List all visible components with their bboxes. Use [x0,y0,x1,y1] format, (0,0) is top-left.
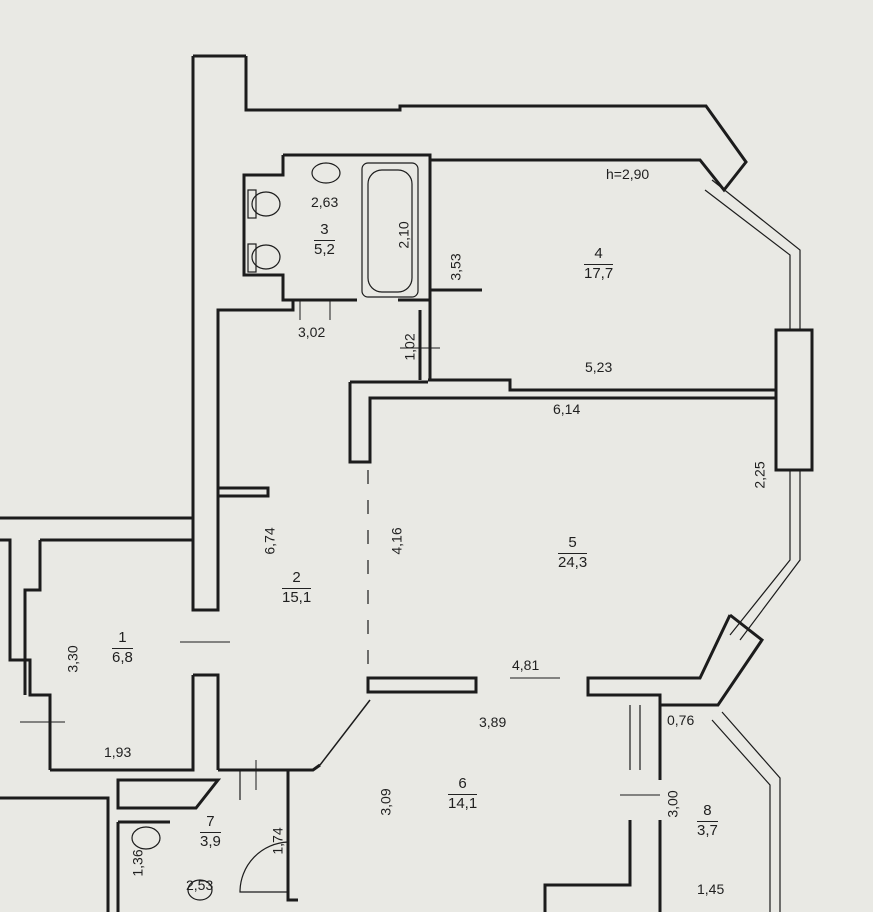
room-6: 6 14,1 [448,775,478,812]
dim-1-93: 1,93 [104,744,132,760]
dim-3-09: 3,09 [377,788,394,816]
dim-5-23: 5,23 [585,359,613,375]
sink-icon-2 [187,879,213,901]
dim-3-30: 3,30 [64,645,81,673]
room-8: 8 3,7 [697,802,718,839]
sink-icon [311,162,341,184]
room-6-number: 6 [448,775,478,795]
dim-1-45: 1,45 [697,881,725,897]
dim-2-10: 2,10 [395,221,412,249]
dim-1-74: 1,74 [269,827,286,855]
room-5-number: 5 [558,534,588,554]
dim-3-89: 3,89 [479,714,507,730]
room-7-area: 3,9 [200,832,221,850]
room-4-number: 4 [584,245,614,265]
dim-6-14: 6,14 [553,401,581,417]
shower-icon [239,841,289,893]
bidet-icon [251,244,281,270]
room-6-area: 14,1 [448,794,478,812]
dim-4-16: 4,16 [388,527,405,555]
room-4: 4 17,7 [584,245,614,282]
room-8-area: 3,7 [697,821,718,839]
dim-2-53: 2,53 [186,877,214,893]
dim-3-53: 3,53 [447,253,464,281]
dimension-lines [299,300,560,679]
room-3-area: 5,2 [314,240,335,258]
room-3-number: 3 [314,221,335,241]
room-5-area: 24,3 [558,553,588,571]
room-8-number: 8 [697,802,718,822]
toilet-icon-2 [131,826,161,850]
ceiling-height-label: h=2,90 [606,166,650,182]
toilet-icon [251,191,281,217]
room-1: 1 6,8 [112,629,133,666]
room-7-number: 7 [200,813,221,833]
door-openings [20,347,660,796]
dim-1-02: 1,02 [401,333,418,361]
fixtures [131,162,419,901]
room-3: 3 5,2 [314,221,335,258]
room-2-area: 15,1 [282,588,312,606]
dim-1-36: 1,36 [129,849,146,877]
dim-3-02: 3,02 [298,324,326,340]
dim-4-81: 4,81 [512,657,540,673]
dim-6-74: 6,74 [261,527,278,555]
walls [0,54,814,912]
room-1-area: 6,8 [112,648,133,666]
room-7: 7 3,9 [200,813,221,850]
room-4-area: 17,7 [584,264,614,282]
room-5: 5 24,3 [558,534,588,571]
room-1-number: 1 [112,629,133,649]
dim-2-25: 2,25 [751,461,768,489]
dim-2-63: 2,63 [311,194,339,210]
room-2-number: 2 [282,569,312,589]
bathtub-icon [361,162,419,298]
dim-3-00: 3,00 [664,790,681,818]
dim-0-76: 0,76 [667,712,695,728]
room-2: 2 15,1 [282,569,312,606]
